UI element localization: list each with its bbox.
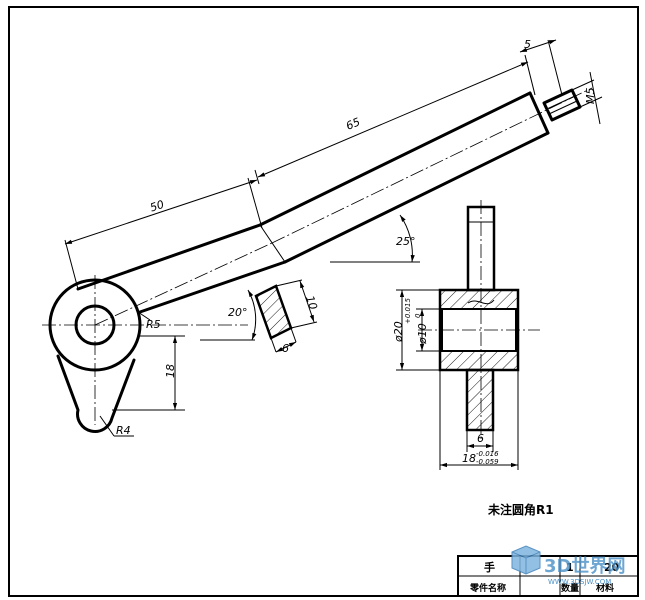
- dim-phi20: ø20: [392, 321, 405, 343]
- watermark: [511, 545, 541, 575]
- dim-25deg: 25°: [396, 235, 416, 248]
- dim-m5: M5: [584, 88, 597, 105]
- r5-leader: [137, 311, 151, 321]
- ext-50-a: [64, 239, 79, 290]
- break-line: [467, 299, 495, 305]
- ext-65-b: [524, 54, 536, 96]
- ext-65-a: [254, 169, 260, 185]
- arm-centerline-2: [271, 87, 593, 244]
- dim-6-line: [275, 341, 297, 353]
- arm-edge-bottom-2: [283, 131, 550, 264]
- arm-end-face: [528, 91, 550, 135]
- dim-18b-tol-lower: -0.059: [476, 458, 499, 466]
- dim-phi10-tol-upper: +0.015: [404, 298, 412, 324]
- watermark-sub: WWW.3DSJW.COM: [548, 578, 611, 586]
- ext-50-b: [247, 177, 263, 229]
- arm-edge-bottom-1: [138, 260, 287, 314]
- ext-m5-a: [571, 79, 595, 91]
- arm-centerline: [94, 242, 273, 326]
- lower-arm-section: [465, 368, 495, 432]
- dim-phi10-tol-lower: 0: [414, 313, 422, 318]
- dim-50: 50: [148, 198, 165, 215]
- dim-10: 10: [303, 294, 320, 311]
- tb-label-quantity: 数量: [561, 582, 579, 594]
- dim-m5-line: [589, 71, 601, 125]
- tb-quantity-value: 1: [566, 561, 574, 574]
- dim-r4: R4: [116, 424, 131, 437]
- section-view: [396, 200, 540, 470]
- dim-50-line: [64, 179, 258, 245]
- drawing-border: [8, 6, 639, 597]
- angle-25-arc: [399, 214, 415, 263]
- dim-5: 5: [524, 38, 531, 51]
- lever-main-view: [42, 87, 593, 433]
- dim-10-line: [299, 280, 315, 323]
- thread-line-2: [548, 100, 578, 115]
- lower-lobe: [56, 354, 136, 433]
- ext-m5-b: [579, 96, 603, 108]
- section-shape: [254, 284, 293, 340]
- dim-20deg: 20°: [228, 306, 248, 319]
- section-ext-2: [290, 321, 318, 329]
- dim-18: 18: [164, 364, 177, 378]
- section-ext: [275, 279, 303, 287]
- main-dimensions: [64, 39, 603, 437]
- tb-material-value: 20: [604, 561, 620, 574]
- dim-6b: 6: [477, 432, 484, 445]
- section-ext-4: [290, 327, 297, 343]
- bend-line: [259, 224, 286, 263]
- dim-18b: 18: [462, 452, 476, 465]
- tb-part-name-value: 手: [484, 560, 495, 574]
- angle-20-arc: [247, 289, 257, 341]
- dim-65: 65: [344, 115, 362, 132]
- removed-section: [254, 279, 318, 353]
- dim-r5: R5: [146, 318, 161, 331]
- tb-label-material: 材料: [595, 582, 614, 594]
- tb-label-part-name: 零件名称: [469, 582, 506, 594]
- r4-leader: [99, 415, 115, 437]
- ext-5: [547, 39, 563, 96]
- dim-65-line: [257, 61, 529, 178]
- watermark-text: 3D世界网: [544, 556, 625, 577]
- dim-phi10: ø10: [416, 323, 429, 345]
- dim-18b-tol-upper: -0.016: [476, 450, 499, 458]
- dim-6: 6: [282, 342, 289, 355]
- general-note: 未注圆角R1: [487, 502, 554, 517]
- title-block: [457, 555, 639, 597]
- section-ext-3: [270, 337, 277, 353]
- dim-5-line: [519, 39, 557, 53]
